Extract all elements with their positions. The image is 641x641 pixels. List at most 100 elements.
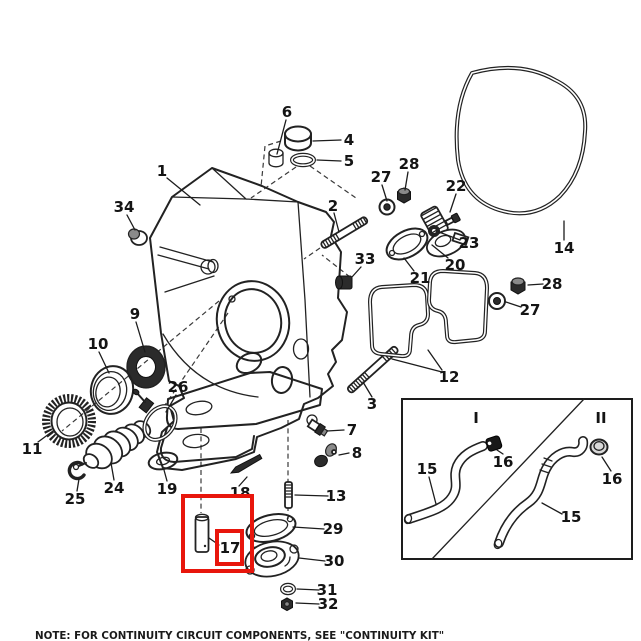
leader-line <box>98 351 110 374</box>
leader-line <box>431 244 449 259</box>
leader-line <box>351 266 362 278</box>
hose-fitting-marks <box>539 457 553 474</box>
plug-head <box>127 228 141 240</box>
part-label-17: 17 <box>220 539 241 557</box>
cover-ring <box>254 546 286 568</box>
stud-threads <box>322 216 368 249</box>
gasket-right <box>427 269 489 345</box>
highlight-boxes-layer <box>181 494 254 573</box>
leader-line <box>295 602 320 605</box>
gasket-hole <box>388 249 396 257</box>
leader-line <box>601 456 612 472</box>
cover-center <box>260 550 278 562</box>
gasket-hole <box>286 515 294 523</box>
elbow-upper <box>324 443 338 457</box>
fitting-part-7 <box>306 418 329 437</box>
nut-part-28-lower <box>510 277 526 295</box>
gasket-outer <box>385 227 429 261</box>
leader-line <box>163 469 168 482</box>
part-label-19: 19 <box>157 480 178 498</box>
fitting-bore <box>434 234 452 248</box>
gasket-left-core <box>369 284 429 357</box>
part-label-10: 10 <box>88 335 109 353</box>
nut-hole <box>284 600 291 607</box>
elbow-port <box>331 449 337 455</box>
cap-part-4 <box>284 125 312 152</box>
mounting-bracket-lower <box>159 427 255 463</box>
part-label-5: 5 <box>344 152 354 170</box>
bolt-head <box>450 212 461 224</box>
washer-hole <box>155 456 171 466</box>
hose-core <box>405 442 487 523</box>
housing-arm-curve <box>162 333 259 398</box>
part-label-29: 29 <box>323 520 344 538</box>
seal-ring-band <box>454 65 588 216</box>
leader-line <box>238 476 248 487</box>
part-label-12: 12 <box>439 368 460 386</box>
stud-part-3 <box>346 345 399 394</box>
o-ring-core <box>281 583 295 594</box>
leader-line <box>135 321 146 353</box>
pin-body <box>229 453 263 474</box>
hose-core <box>495 437 587 547</box>
clamp-screw-housing <box>138 397 155 414</box>
part-label-21: 21 <box>410 269 431 287</box>
leader-lines-layer <box>37 119 612 605</box>
housing-right-edge <box>297 201 311 398</box>
cap-highlight <box>487 441 492 446</box>
stud-body <box>284 481 293 509</box>
hose-clamp-part-26 <box>132 388 178 442</box>
part-label-15: 15 <box>417 460 438 478</box>
leader-line <box>404 171 409 191</box>
hose-part-15-section1 <box>403 441 488 525</box>
bellows-tip <box>72 463 80 471</box>
part-label-25: 25 <box>65 490 86 508</box>
highlight-box <box>215 529 244 566</box>
leader-line <box>316 159 342 162</box>
gasket-outer <box>245 513 297 543</box>
leader-line <box>403 257 415 272</box>
housing-top-face-lines <box>171 167 299 203</box>
ring-inner <box>95 376 121 408</box>
o-ring-part-23 <box>428 225 440 237</box>
fitting-tip <box>320 427 329 437</box>
pocket-cover-part-30 <box>244 540 300 578</box>
bushing-end <box>335 275 343 290</box>
plug-part-34 <box>127 228 148 246</box>
washer-hole <box>493 297 501 305</box>
elbow-lower <box>314 454 328 468</box>
part-label-4: 4 <box>344 131 354 149</box>
hose-end-opening <box>493 538 503 550</box>
nut-top <box>511 277 525 286</box>
seal-inner <box>593 441 605 451</box>
gasket-inner <box>253 518 289 538</box>
fitting-nipple <box>451 231 470 247</box>
leader-line <box>298 557 326 562</box>
leader-line <box>312 139 342 142</box>
part-label-3: 3 <box>367 395 377 413</box>
highlight-box <box>181 494 254 573</box>
part-label-2: 2 <box>328 197 338 215</box>
washer-outer <box>147 451 179 471</box>
pin-part-18 <box>229 453 263 474</box>
cap-part-16-section1 <box>485 435 503 452</box>
part-label-6: 6 <box>282 103 292 121</box>
inset-border <box>401 398 633 560</box>
bellows-end <box>82 453 100 469</box>
leader-line <box>37 430 54 443</box>
part-label-26: 26 <box>168 378 189 396</box>
gasket-hole <box>418 230 426 238</box>
part-label-31: 31 <box>317 581 338 599</box>
leader-line <box>496 449 504 455</box>
cap-side <box>284 133 312 152</box>
gear-bore <box>56 407 84 437</box>
c-clip-part-25 <box>67 460 86 481</box>
leader-line <box>438 231 461 241</box>
leader-line <box>541 502 563 515</box>
port-oval <box>270 366 294 394</box>
leader-line <box>449 193 457 213</box>
part-label-20: 20 <box>445 256 466 274</box>
part-label-22: 22 <box>446 177 467 195</box>
